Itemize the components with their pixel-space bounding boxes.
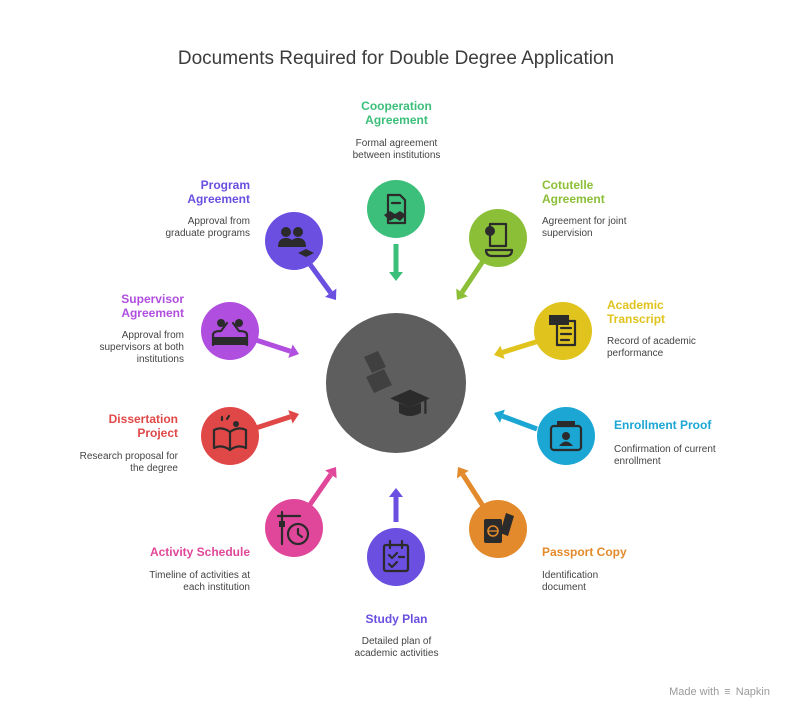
item-description-line: Confirmation of current bbox=[614, 444, 716, 455]
node-8 bbox=[201, 302, 259, 360]
item-label-line: Agreement bbox=[542, 192, 605, 206]
arrow-7 bbox=[252, 410, 299, 432]
item-description-line: between institutions bbox=[352, 150, 441, 161]
item-label-line: Activity Schedule bbox=[149, 545, 250, 559]
item-label-line: Study Plan bbox=[365, 612, 428, 626]
node-7 bbox=[201, 407, 259, 465]
item-description-line: graduate programs bbox=[165, 228, 251, 239]
item-label-line: Transcript bbox=[607, 312, 666, 326]
item-label-line: Supervisor bbox=[121, 292, 184, 306]
scroll-seal-icon bbox=[484, 222, 514, 258]
item-label: Enrollment Proof bbox=[614, 418, 789, 432]
item-label-line: Project bbox=[137, 426, 178, 440]
item-description-line: institutions bbox=[136, 354, 184, 365]
item-label-line: Dissertation bbox=[108, 412, 178, 426]
item-label-line: Passport Copy bbox=[542, 545, 627, 559]
arrow-5 bbox=[389, 488, 403, 522]
item-description-line: Record of academic bbox=[607, 336, 696, 347]
checklist-calendar-icon bbox=[382, 539, 410, 573]
item-description-line: document bbox=[542, 582, 586, 593]
item-description-line: Formal agreement bbox=[355, 138, 438, 149]
arrow-1 bbox=[456, 259, 486, 300]
branding: Made with ≡ Napkin bbox=[669, 686, 770, 698]
branding-name: Napkin bbox=[735, 686, 770, 698]
napkin-logo-icon: ≡ bbox=[724, 686, 731, 698]
item-description-line: Approval from bbox=[121, 330, 184, 341]
item-label: Study Plan bbox=[309, 612, 484, 626]
center-hub-circle bbox=[326, 313, 466, 453]
item-label-line: Academic bbox=[607, 298, 664, 312]
people-cap-icon bbox=[278, 227, 314, 257]
item-label-line: Agreement bbox=[121, 306, 184, 320]
item-description-line: academic activities bbox=[354, 648, 439, 659]
item-label-line: Cooperation bbox=[361, 99, 432, 113]
item-description-line: performance bbox=[607, 348, 664, 359]
item-description-line: Detailed plan of bbox=[361, 636, 432, 647]
item-description-line: Agreement for joint bbox=[542, 216, 627, 227]
open-book-icon bbox=[212, 414, 248, 452]
arrow-6 bbox=[306, 467, 337, 508]
item-label-line: Agreement bbox=[187, 192, 250, 206]
item-description-line: each institution bbox=[183, 582, 250, 593]
item-description-line: supervisors at both bbox=[99, 342, 185, 353]
item-description-line: Identification bbox=[542, 570, 599, 581]
node-3 bbox=[537, 407, 595, 465]
node-5 bbox=[367, 528, 425, 586]
arrow-8 bbox=[252, 336, 299, 358]
graduation-cap-icon bbox=[364, 351, 431, 418]
node-1 bbox=[469, 209, 527, 267]
arrow-9 bbox=[306, 261, 337, 300]
id-card-icon bbox=[549, 421, 583, 452]
arrow-2 bbox=[494, 338, 540, 360]
item-description-line: Timeline of activities at bbox=[149, 570, 250, 581]
handshake-document-icon bbox=[384, 193, 407, 225]
item-description-line: Approval from bbox=[187, 216, 250, 227]
arrow-4 bbox=[456, 467, 486, 508]
item-label: Passport Copy bbox=[542, 545, 717, 559]
branding-text: Made with bbox=[669, 686, 720, 698]
clock-sign-icon bbox=[276, 510, 310, 546]
item-description-line: Research proposal for bbox=[79, 451, 178, 462]
high-five-icon bbox=[211, 319, 249, 347]
node-2 bbox=[534, 302, 592, 360]
item-description-line: enrollment bbox=[614, 456, 661, 467]
arrow-0 bbox=[389, 244, 403, 281]
item-label-line: Cotutelle bbox=[542, 178, 594, 192]
node-6 bbox=[265, 499, 323, 557]
item-label-line: Enrollment Proof bbox=[614, 418, 712, 432]
node-4 bbox=[469, 500, 527, 558]
item-description-line: the degree bbox=[130, 463, 178, 474]
item-label-line: Agreement bbox=[365, 113, 428, 127]
page-title: Documents Required for Double Degree App… bbox=[177, 48, 615, 69]
item-label-line: Program bbox=[200, 178, 250, 192]
item-description-line: supervision bbox=[542, 228, 593, 239]
passport-icon bbox=[484, 513, 514, 543]
node-9 bbox=[265, 212, 323, 270]
item-label: Activity Schedule bbox=[75, 545, 250, 559]
transcript-icon bbox=[549, 315, 577, 347]
arrow-3 bbox=[494, 409, 538, 432]
node-0 bbox=[367, 180, 425, 238]
